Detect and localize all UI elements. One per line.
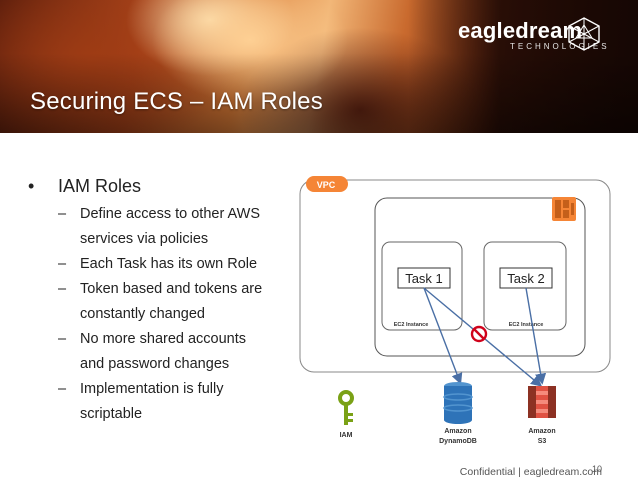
s3-label-line1: Amazon <box>528 428 555 435</box>
vpc-badge: VPC <box>306 176 348 192</box>
eagledream-logo-icon <box>568 17 600 51</box>
iam-key-icon <box>338 390 354 425</box>
ec2-instance-label: EC2 Instance <box>394 322 429 328</box>
s3-icon <box>528 386 556 418</box>
banner-shade <box>0 0 638 133</box>
dynamodb-label-line1: Amazon <box>444 428 471 435</box>
ecs-cluster-box <box>374 197 586 357</box>
bullet-main: • IAM Roles <box>28 174 298 198</box>
sub-bullet: –Define access to other AWS <box>58 206 260 222</box>
sub-bullet: –Implementation is fully <box>58 381 224 397</box>
dynamodb-icon <box>443 382 473 424</box>
ec2-instance-box <box>483 241 567 331</box>
svg-text:VPC: VPC <box>317 180 336 190</box>
bullet-main-text: IAM Roles <box>58 176 142 196</box>
slide-title: Securing ECS – IAM Roles <box>30 88 323 115</box>
logo-wordmark: eagledream <box>458 18 583 43</box>
sub-bullet-cont: scriptable <box>80 406 143 422</box>
sub-bullet: –Token based and tokens are <box>58 281 263 297</box>
bullet-dot: • <box>28 176 35 196</box>
footer-confidential: Confidential | eagledream.com <box>459 466 602 478</box>
task-2-label: Task 2 <box>507 271 545 286</box>
page-number: 10 <box>592 464 603 474</box>
s3-label-line2: S3 <box>538 438 547 445</box>
ec2-instance-box <box>381 241 463 331</box>
vpc-box <box>299 179 611 373</box>
sub-bullet-cont: services via policies <box>80 231 209 247</box>
dynamodb-label-line2: DynamoDB <box>439 438 477 445</box>
sub-bullet-list: –Define access to other AWS services via… <box>28 202 298 427</box>
iam-label: IAM <box>340 432 353 439</box>
sub-bullet-cont: constantly changed <box>80 306 205 322</box>
header-banner: Securing ECS – IAM Roles eagledream TECH… <box>0 0 638 133</box>
logo-subtitle: TECHNOLOGIES <box>510 42 610 51</box>
sub-bullet: –Each Task has its own Role <box>58 256 258 272</box>
banner-dark-overlay <box>408 0 638 133</box>
sub-bullet: –No more shared accounts <box>58 331 247 347</box>
ecs-icon <box>552 197 576 221</box>
bullet-list: • IAM Roles –Define access to other AWS … <box>28 174 298 427</box>
task1-to-dynamodb-arrow <box>423 287 463 385</box>
deny-icon <box>470 325 488 343</box>
ec2-instance-label: EC2 Instance <box>509 322 544 328</box>
sub-bullet-cont: and password changes <box>80 356 230 372</box>
task-1-label: Task 1 <box>405 271 443 286</box>
task2-to-s3-arrow <box>525 287 547 385</box>
